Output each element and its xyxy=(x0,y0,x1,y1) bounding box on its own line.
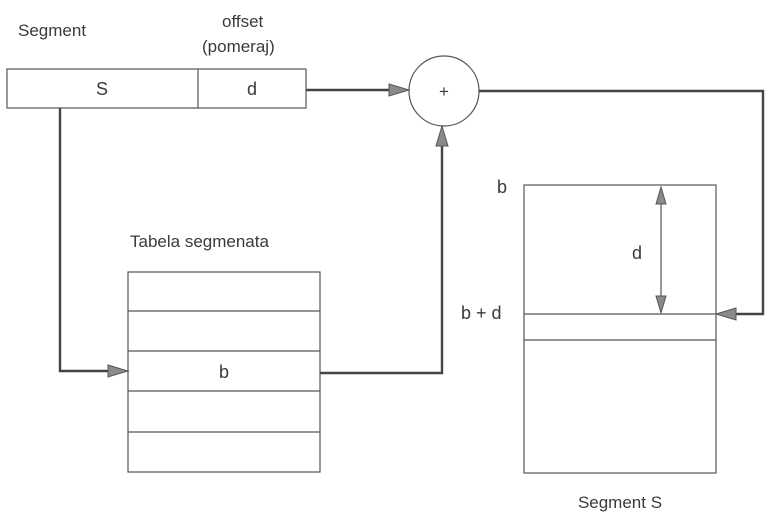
segment-memory-border xyxy=(523,184,717,474)
target-label: b + d xyxy=(461,303,502,323)
arrowhead-icon xyxy=(655,185,667,205)
segment-to-table-arrow xyxy=(58,108,130,378)
base-label: b xyxy=(497,177,507,197)
offset-label: offset xyxy=(222,12,264,31)
address-box xyxy=(6,68,307,109)
offset-label-translation: (pomeraj) xyxy=(202,37,275,56)
offset-dimension: d xyxy=(632,185,667,315)
adder-to-segment-arrow xyxy=(479,89,765,321)
arrowhead-icon xyxy=(655,295,667,315)
segment-memory xyxy=(523,184,717,474)
segment-table: b xyxy=(127,271,321,473)
segment-memory-caption: Segment S xyxy=(578,493,662,512)
segment-index-line xyxy=(58,108,112,373)
offset-to-adder-arrow xyxy=(306,83,411,97)
offset-field: d xyxy=(247,79,257,99)
segment-field: S xyxy=(96,79,108,99)
adder: + xyxy=(408,55,480,127)
base-line xyxy=(320,143,444,375)
arrowhead-icon xyxy=(388,83,411,97)
arrowhead-icon xyxy=(435,124,449,147)
base-to-adder-arrow xyxy=(320,124,449,375)
arrowhead-icon xyxy=(714,307,737,321)
table-row-base: b xyxy=(219,362,229,382)
segment-table-caption: Tabela segmenata xyxy=(130,232,269,251)
arrowhead-icon xyxy=(107,364,130,378)
physical-address-line xyxy=(479,89,765,316)
segment-label: Segment xyxy=(18,21,86,40)
offset-dimension-label: d xyxy=(632,243,642,263)
adder-symbol: + xyxy=(439,82,449,101)
logical-address: S d xyxy=(6,68,307,109)
